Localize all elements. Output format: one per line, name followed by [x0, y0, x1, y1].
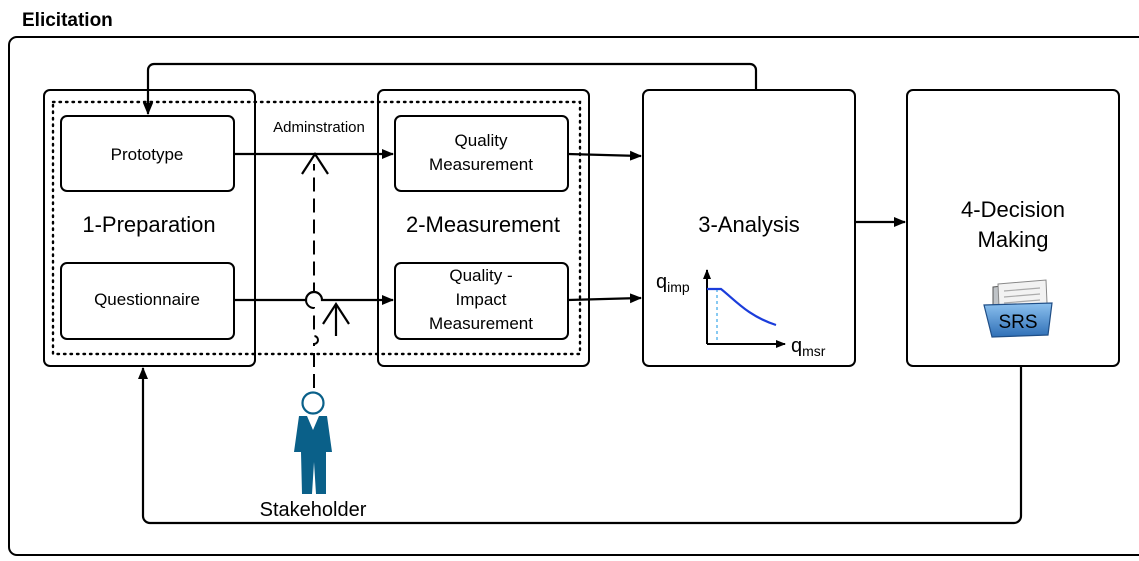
- diagram-title: Elicitation: [22, 10, 113, 31]
- decision-label-line-2: Making: [978, 227, 1049, 252]
- elicitation-frame: [8, 36, 1139, 556]
- arrow-impact-to-analysis: [567, 293, 642, 304]
- decision-label-line-1: 4-Decision: [961, 197, 1065, 222]
- curve-y-label: qimp: [656, 271, 690, 295]
- stakeholder-icon: [294, 391, 332, 494]
- chevron-up-icon: [301, 151, 329, 175]
- prototype-label: Prototype: [111, 145, 184, 164]
- arrow-feedback-top: [143, 62, 758, 115]
- impact-measurement-line-2: Impact: [455, 290, 506, 309]
- measurement-label: 2-Measurement: [406, 212, 560, 237]
- folder-icon: SRS: [983, 279, 1053, 338]
- analysis-label: 3-Analysis: [698, 212, 799, 237]
- curve-line: [707, 287, 777, 327]
- arrow-questionnaire-to-impact: [234, 290, 394, 305]
- arrow-quality-to-analysis: [567, 150, 642, 161]
- administration-label: Adminstration: [273, 119, 365, 136]
- stakeholder-label: Stakeholder: [260, 499, 367, 521]
- impact-measurement-line-3: Measurement: [429, 314, 533, 333]
- quality-measurement-line-1: Quality: [455, 131, 508, 150]
- stakeholder-dashed-link: [305, 164, 319, 388]
- srs-label: SRS: [998, 312, 1037, 333]
- administration-boundary: [51, 100, 582, 356]
- questionnaire-label: Questionnaire: [94, 290, 200, 309]
- quality-measurement-box: [394, 115, 569, 192]
- impact-measurement-box: [394, 262, 569, 340]
- analysis-box: [642, 89, 856, 367]
- arrow-feedback-bottom: [138, 366, 1023, 525]
- curve-x-label: qmsr: [791, 335, 826, 359]
- quality-measurement-line-2: Measurement: [429, 155, 533, 174]
- impact-curve-chart: qimp qmsr: [656, 269, 826, 359]
- decision-box: [906, 89, 1120, 367]
- impact-measurement-line-1: Quality -: [449, 266, 512, 285]
- preparation-label: 1-Preparation: [82, 212, 215, 237]
